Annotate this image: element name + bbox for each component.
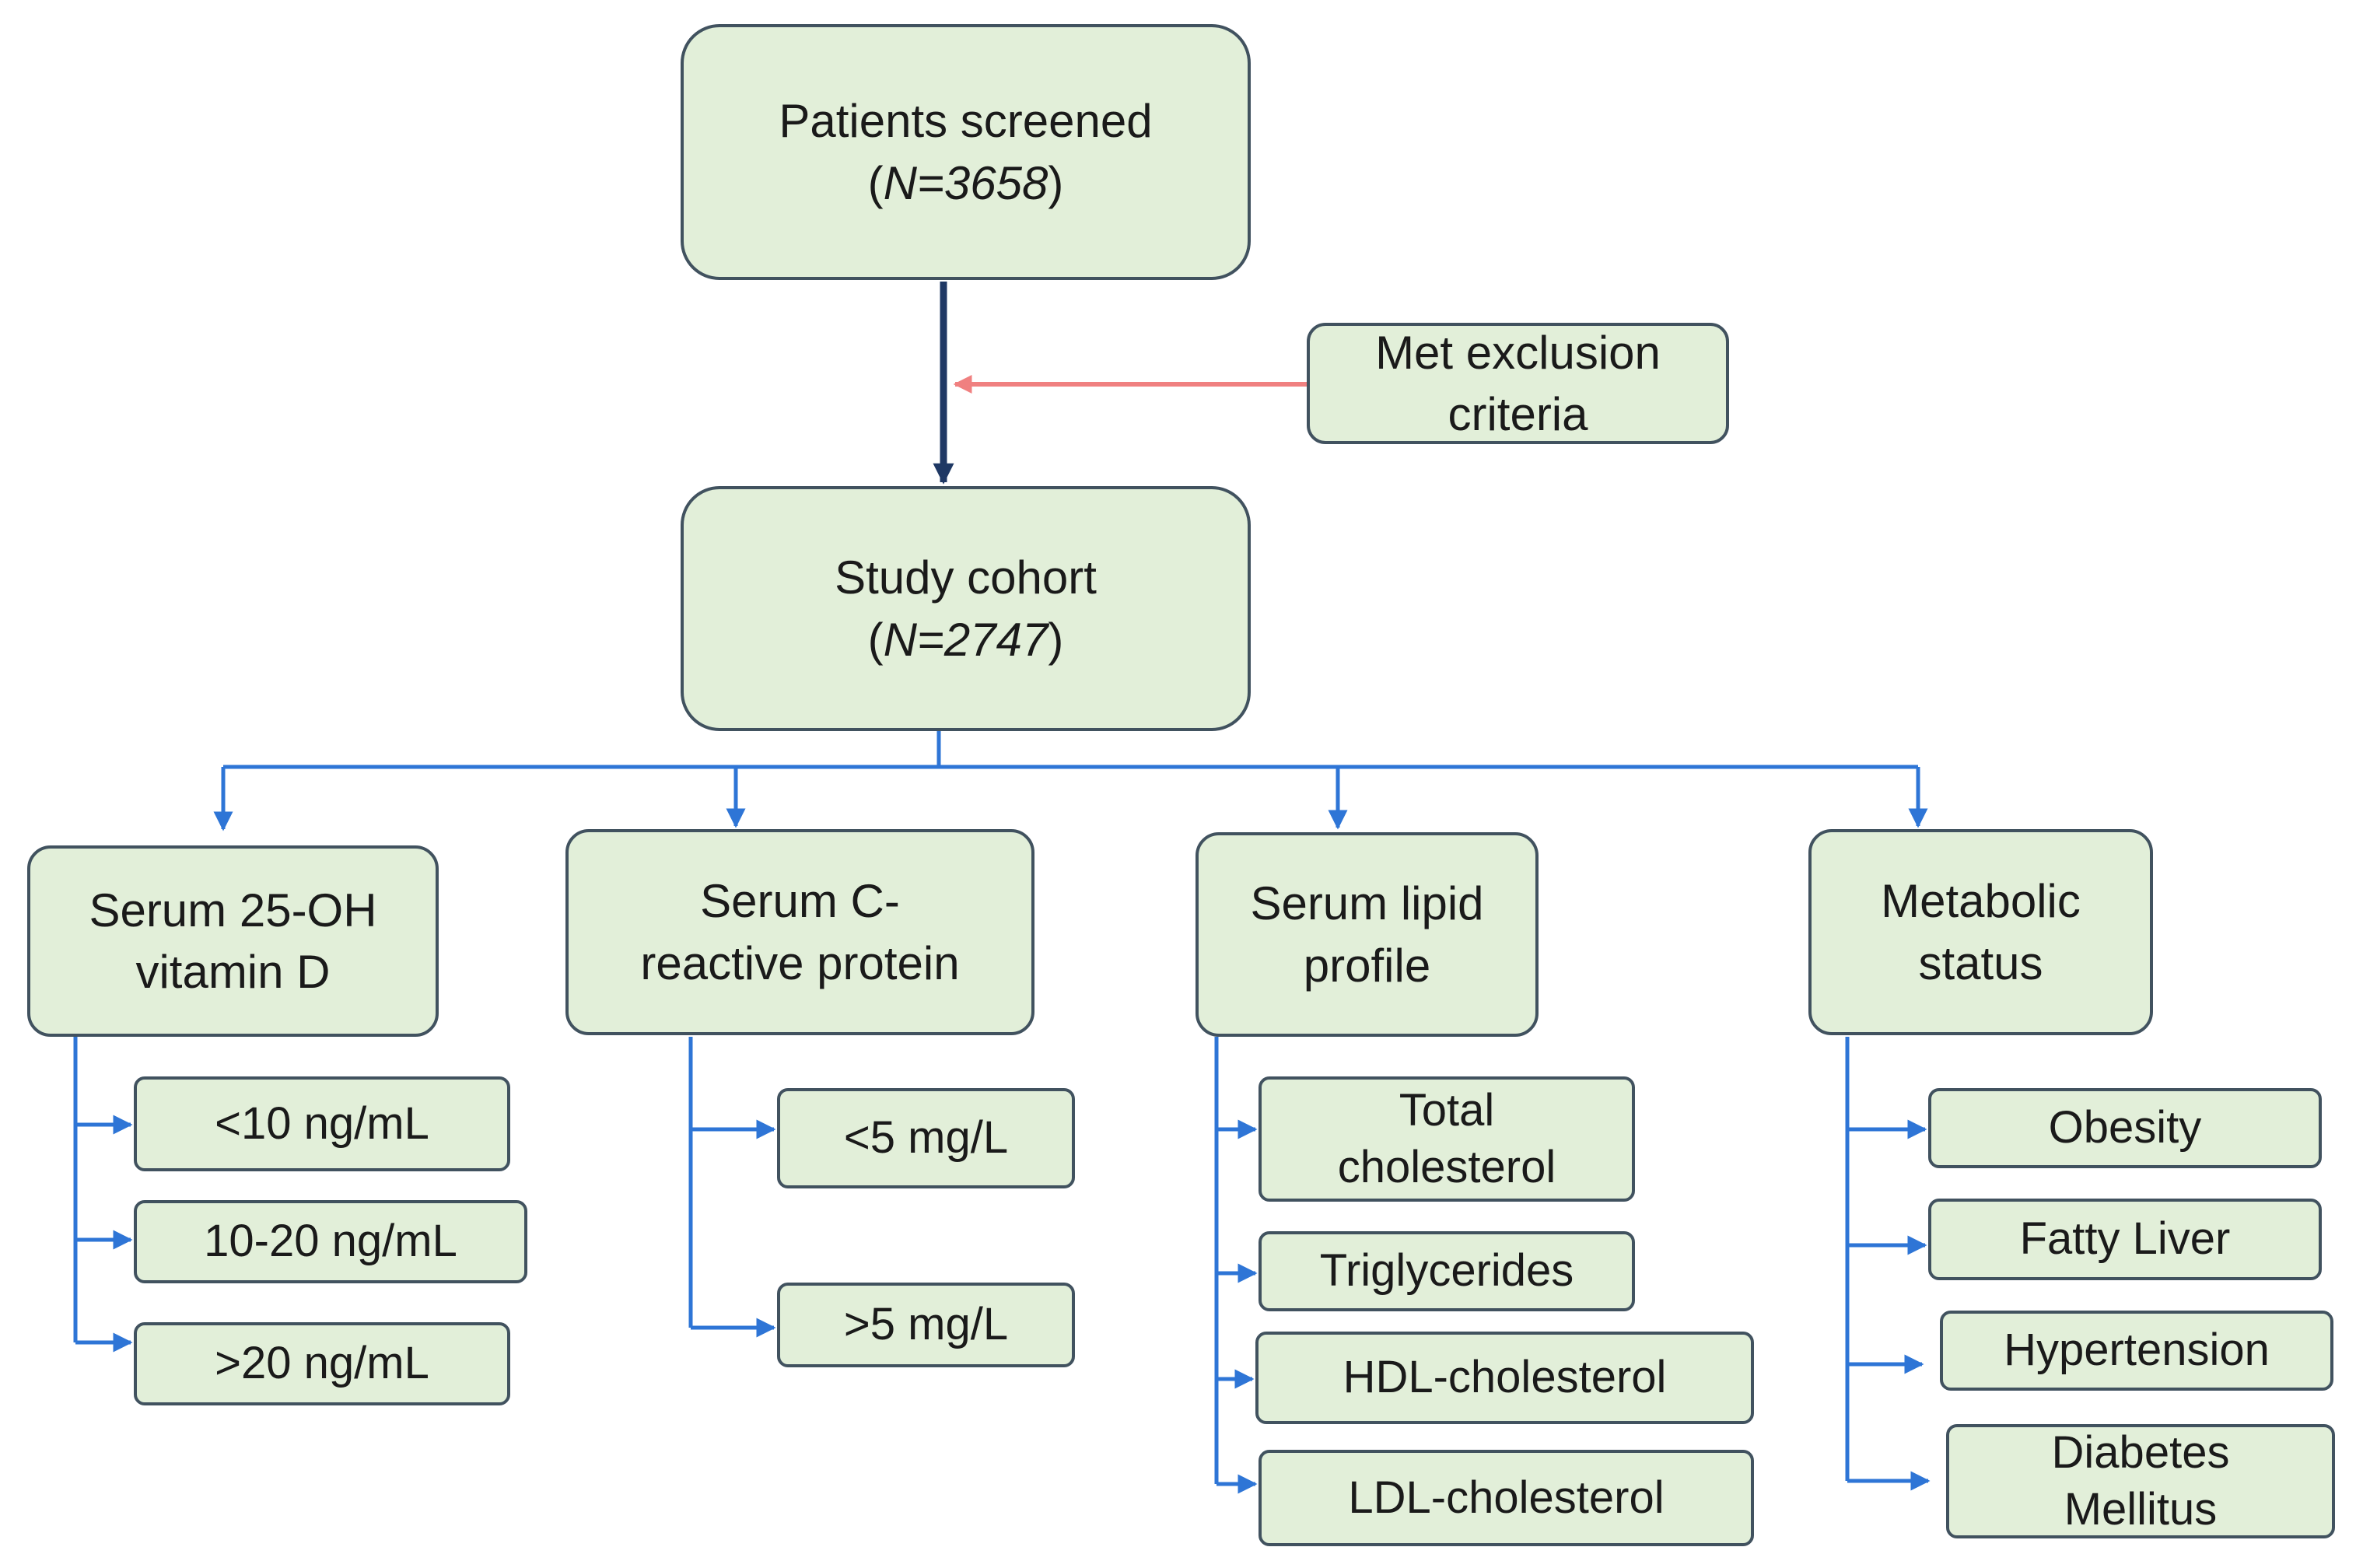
metabolic-item: Obesity <box>1928 1088 2322 1168</box>
lipid-item-line-1: Total <box>1399 1085 1495 1136</box>
lipid-item-label: LDL-cholesterol <box>1348 1472 1665 1523</box>
metabolic-item: Hypertension <box>1940 1311 2333 1391</box>
patients-screened-label: Patients screened <box>779 95 1153 148</box>
study-cohort-label: Study cohort <box>835 551 1097 604</box>
vitamin-d-item-label: 10-20 ng/mL <box>204 1216 457 1267</box>
patients-screened-open: ( <box>867 156 884 209</box>
study-cohort-count: N=2747 <box>883 613 1048 666</box>
category-crp-line-1: Serum C- <box>700 875 900 928</box>
study-cohort-close: ) <box>1048 613 1064 666</box>
study-cohort-open: ( <box>867 613 884 666</box>
exclusion-criteria-box: Met exclusion criteria <box>1307 323 1729 444</box>
vitamin-d-item-label: >20 ng/mL <box>215 1338 429 1389</box>
patients-screened-box: Patients screened (N=3658) <box>681 24 1251 280</box>
metabolic-item-label: Obesity <box>2048 1102 2202 1153</box>
exclusion-line-1: Met exclusion <box>1375 326 1661 379</box>
lipid-item-label: Triglycerides <box>1319 1245 1574 1297</box>
category-crp: Serum C- reactive protein <box>565 829 1034 1035</box>
metabolic-item-label: Hypertension <box>2004 1325 2270 1376</box>
metabolic-item: Diabetes Mellitus <box>1946 1424 2335 1538</box>
category-vitamin-d-line-1: Serum 25-OH <box>89 884 377 936</box>
patients-screened-count: N=3658 <box>883 156 1048 209</box>
category-lipid-line-1: Serum lipid <box>1250 877 1484 930</box>
metabolic-item-label: Fatty Liver <box>2019 1213 2231 1265</box>
metabolic-item-line-1: Diabetes <box>2051 1427 2230 1478</box>
category-vitamin-d: Serum 25-OH vitamin D <box>27 845 439 1037</box>
lipid-item: HDL-cholesterol <box>1255 1332 1754 1424</box>
vitamin-d-item: <10 ng/mL <box>134 1076 510 1171</box>
category-lipid: Serum lipid profile <box>1196 832 1539 1037</box>
metabolic-item-line-2: Mellitus <box>2064 1483 2218 1535</box>
vitamin-d-item-label: <10 ng/mL <box>215 1097 429 1149</box>
crp-item: >5 mg/L <box>777 1283 1075 1367</box>
lipid-item: LDL-cholesterol <box>1259 1450 1754 1546</box>
crp-item-label: >5 mg/L <box>843 1299 1009 1350</box>
vitamin-d-item: 10-20 ng/mL <box>134 1200 527 1283</box>
patients-screened-close: ) <box>1048 156 1064 209</box>
category-metabolic: Metabolic status <box>1808 829 2153 1035</box>
lipid-item-label: HDL-cholesterol <box>1343 1352 1667 1403</box>
lipid-item-line-2: cholesterol <box>1337 1141 1556 1192</box>
lipid-item: Total cholesterol <box>1259 1076 1635 1202</box>
metabolic-item: Fatty Liver <box>1928 1199 2322 1280</box>
crp-item-label: <5 mg/L <box>843 1112 1009 1164</box>
lipid-item: Triglycerides <box>1259 1231 1635 1311</box>
vitamin-d-item: >20 ng/mL <box>134 1322 510 1405</box>
study-cohort-box: Study cohort (N=2747) <box>681 486 1251 731</box>
exclusion-line-2: criteria <box>1448 388 1588 440</box>
crp-item: <5 mg/L <box>777 1088 1075 1188</box>
category-vitamin-d-line-2: vitamin D <box>135 946 331 998</box>
category-lipid-line-2: profile <box>1303 939 1431 992</box>
category-metabolic-line-2: status <box>1918 936 2043 989</box>
category-crp-line-2: reactive protein <box>640 936 960 989</box>
category-metabolic-line-1: Metabolic <box>1881 875 2081 928</box>
